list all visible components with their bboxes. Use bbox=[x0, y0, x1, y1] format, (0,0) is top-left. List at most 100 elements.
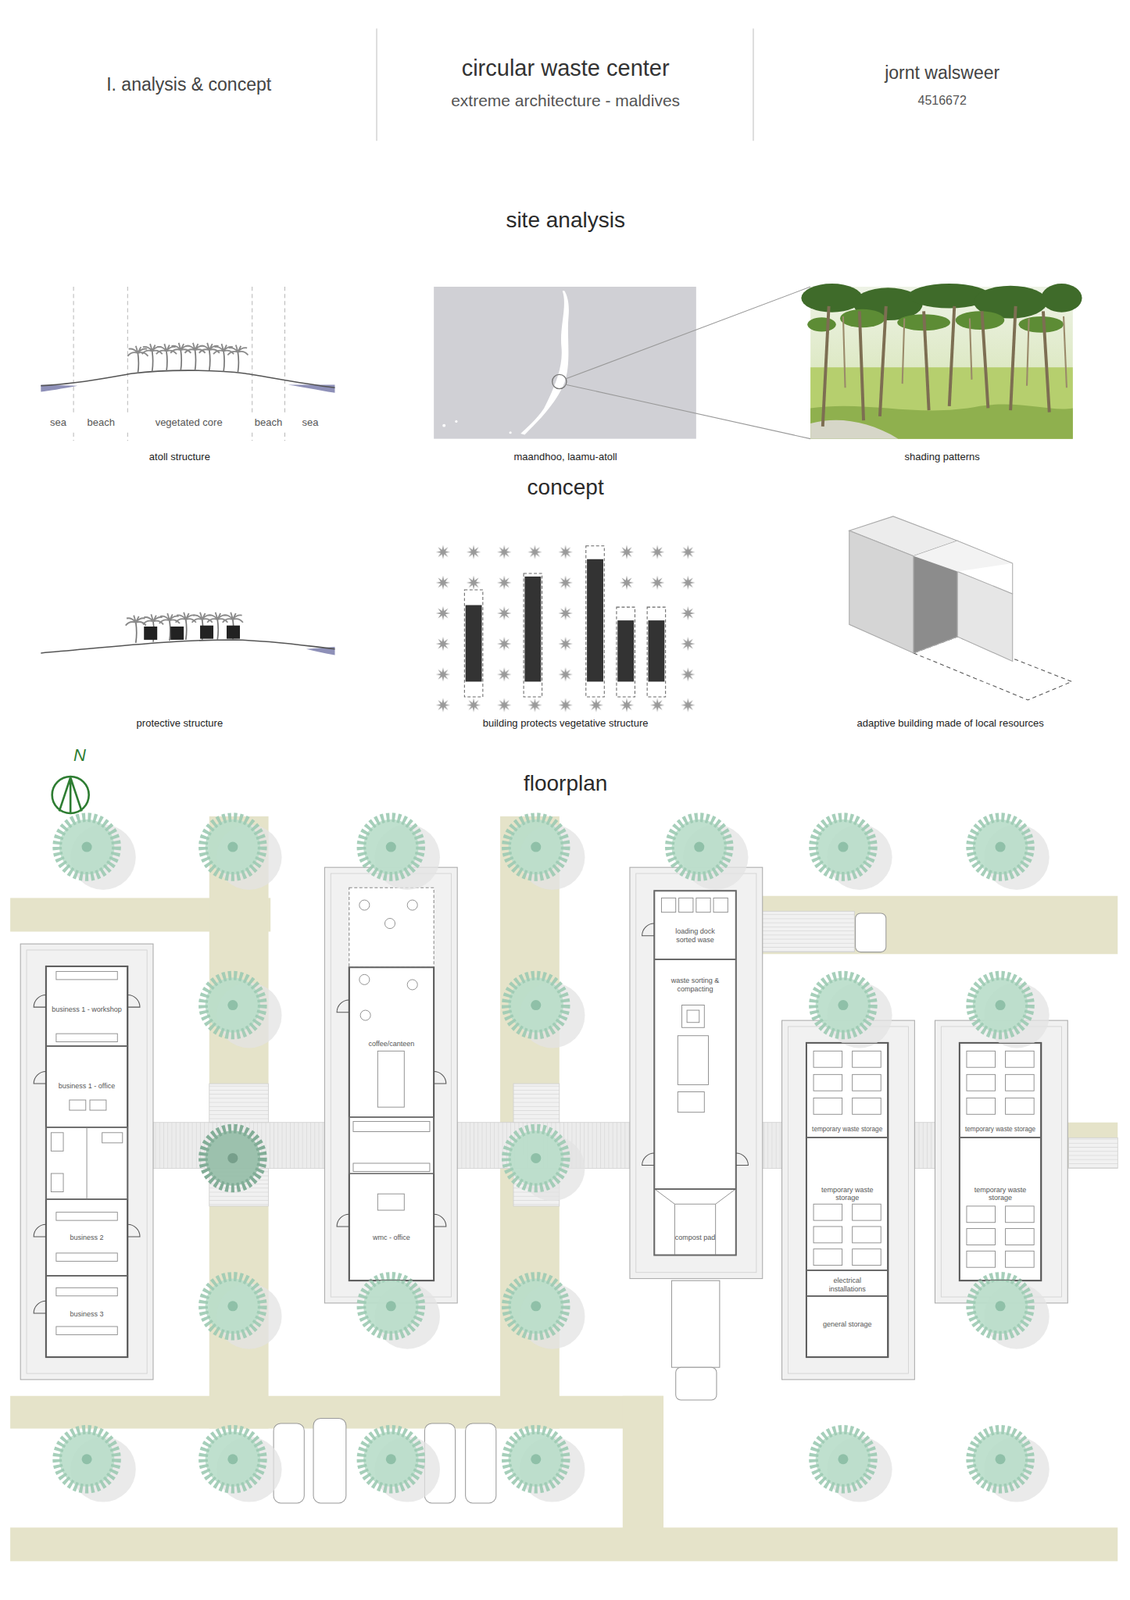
buildings bbox=[940, 1026, 1062, 1298]
furniture bbox=[56, 1212, 118, 1221]
furniture bbox=[349, 1117, 434, 1174]
atoll-section bbox=[73, 286, 285, 441]
furniture bbox=[407, 900, 418, 911]
location-map bbox=[520, 290, 569, 435]
header-dividers bbox=[375, 28, 377, 142]
adaptive-building-isometric bbox=[1011, 563, 1013, 594]
furniture bbox=[56, 971, 118, 980]
palm-grove-photo bbox=[843, 316, 1067, 388]
protective-structure-section bbox=[143, 625, 240, 641]
section-heading: site analysis bbox=[505, 207, 626, 233]
location-map bbox=[442, 424, 446, 428]
trees bbox=[970, 976, 1030, 1036]
adaptive-building-isometric bbox=[913, 540, 1013, 572]
zone-label: sea bbox=[302, 416, 319, 429]
trees bbox=[506, 1430, 566, 1490]
furniture bbox=[966, 1229, 996, 1246]
furniture bbox=[813, 1249, 843, 1266]
vehicles bbox=[675, 1367, 717, 1401]
room-label: temporary waste storage bbox=[961, 1126, 1039, 1134]
palm-grove-photo bbox=[822, 306, 1050, 427]
room: temporary waste storage bbox=[806, 1137, 888, 1271]
palm-grove-photo bbox=[1043, 311, 1050, 412]
furniture bbox=[677, 1092, 705, 1113]
trees bbox=[813, 1430, 873, 1490]
furniture bbox=[852, 1204, 882, 1221]
room-label: temporary waste storage bbox=[808, 1126, 886, 1134]
furniture bbox=[353, 1163, 430, 1172]
north-arrow bbox=[59, 777, 83, 814]
furniture bbox=[377, 1051, 405, 1108]
concept-plan bbox=[427, 536, 704, 721]
room: business 3 bbox=[46, 1276, 128, 1358]
buildings bbox=[349, 967, 434, 1281]
furniture bbox=[966, 1097, 996, 1115]
adaptive-building-isometric bbox=[849, 530, 914, 654]
palm-grove-photo bbox=[807, 309, 1064, 333]
section-heading: concept bbox=[527, 475, 605, 501]
buildings bbox=[349, 887, 434, 968]
palm-grove-photo bbox=[1010, 306, 1016, 411]
vehicles bbox=[273, 913, 887, 1504]
furniture bbox=[813, 1226, 843, 1244]
boardwalk bbox=[513, 1083, 560, 1123]
room-label: loading dock sorted wase bbox=[669, 927, 722, 945]
furniture bbox=[86, 1127, 88, 1199]
concept-plan bbox=[465, 559, 666, 683]
furniture bbox=[852, 1097, 882, 1115]
trees bbox=[506, 1276, 566, 1337]
room: business 1 - workshop bbox=[46, 966, 128, 1047]
zone-label: beach bbox=[254, 416, 283, 429]
room-label: business 1 - office bbox=[48, 1081, 126, 1090]
buildings bbox=[934, 1020, 1068, 1304]
paths bbox=[10, 1527, 1118, 1562]
paths bbox=[1066, 1122, 1118, 1170]
room-label: waste sorting & compacting bbox=[664, 976, 727, 994]
buildings bbox=[806, 1043, 888, 1358]
trees bbox=[970, 817, 1030, 877]
location-map bbox=[433, 286, 811, 440]
tree-shadows bbox=[70, 824, 1050, 1502]
concept-plan bbox=[616, 607, 636, 698]
trees bbox=[669, 817, 730, 877]
atoll-section bbox=[284, 286, 286, 413]
concept-plan bbox=[586, 559, 604, 683]
paths bbox=[10, 816, 1118, 1562]
furniture bbox=[813, 1097, 843, 1115]
boardwalk bbox=[153, 1122, 1067, 1170]
student-number: 4516672 bbox=[917, 93, 966, 108]
room-label: temporary waste storage bbox=[961, 1186, 1039, 1203]
trees bbox=[506, 817, 566, 877]
trees bbox=[506, 1129, 566, 1189]
buildings bbox=[654, 890, 736, 1256]
doors bbox=[33, 994, 47, 1008]
location-map bbox=[552, 374, 567, 389]
trees bbox=[970, 1276, 1030, 1337]
figure-caption: atoll structure bbox=[149, 451, 211, 464]
author-name: jornt walsweer bbox=[884, 62, 1000, 83]
vehicles bbox=[671, 1280, 719, 1368]
doors bbox=[336, 1000, 350, 1013]
doors bbox=[33, 923, 748, 1314]
section-heading: floorplan bbox=[523, 771, 608, 797]
furniture bbox=[46, 897, 1034, 1335]
room: coffee/canteen bbox=[349, 967, 434, 1118]
room: compost pad bbox=[654, 1189, 736, 1256]
boardwalk bbox=[1069, 1137, 1119, 1169]
room: temporary waste storage bbox=[806, 1043, 888, 1138]
concept-plan bbox=[586, 546, 605, 698]
north-arrow bbox=[52, 776, 90, 814]
location-map bbox=[509, 431, 512, 434]
buildings bbox=[20, 944, 154, 1381]
palm-grove-photo bbox=[1040, 283, 1082, 313]
furniture bbox=[50, 1133, 64, 1152]
section-header: I. analysis & concept bbox=[106, 74, 272, 95]
protective-structure-section bbox=[222, 612, 244, 641]
furniture bbox=[852, 1074, 882, 1091]
protective-structure-section bbox=[40, 640, 335, 654]
furniture bbox=[679, 897, 694, 912]
room-label: business 2 bbox=[48, 1233, 126, 1242]
buildings bbox=[330, 873, 451, 1298]
